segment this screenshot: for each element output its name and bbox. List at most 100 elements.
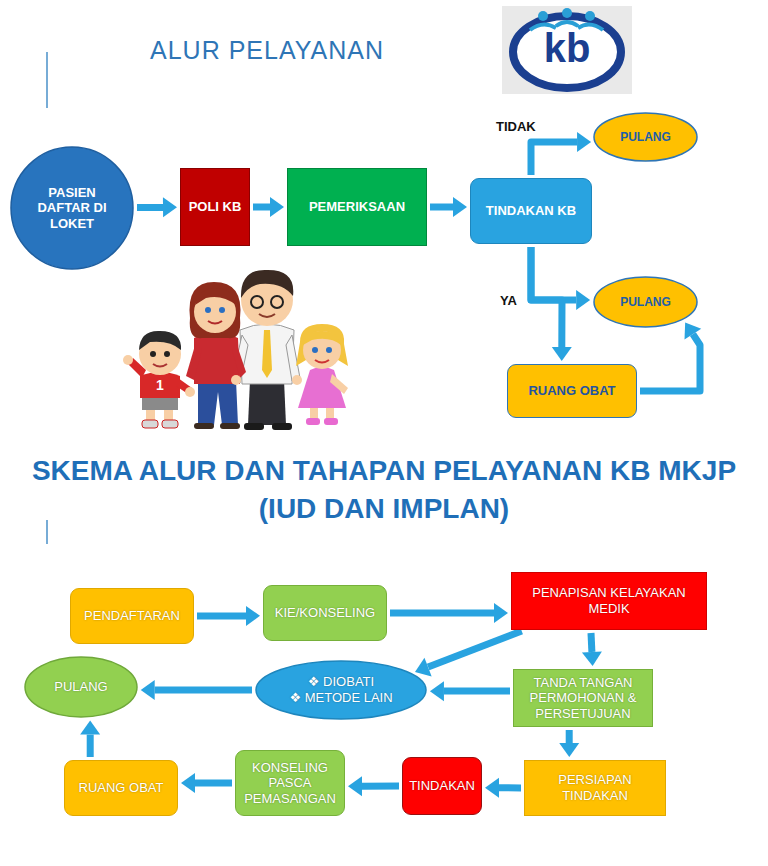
alternative-ellipse: ❖ DIOBATI❖ METODE LAIN	[255, 660, 427, 720]
node-text-box: TINDAKAN KB	[471, 179, 591, 243]
flow-arrow	[430, 197, 467, 217]
end-ellipse: PULANG	[593, 112, 698, 162]
node-text-box: KIE/KONSELING	[264, 586, 386, 640]
arrow-shaft	[531, 247, 576, 300]
arrow-head	[453, 197, 467, 217]
node-text: PASIEN DAFTAR DI LOKET	[29, 185, 115, 232]
arrow-head	[582, 652, 602, 666]
arrow-shaft	[362, 783, 399, 790]
node-text-box: PULANG	[593, 276, 698, 328]
section-heading: SKEMA ALUR DAN TAHAPAN PELAYANAN KB MKJP…	[14, 452, 754, 528]
node-text: PULANG	[620, 130, 671, 144]
flow-arrow	[531, 132, 591, 175]
family-illustration	[123, 270, 348, 430]
arrow-head	[348, 776, 362, 796]
node-text: RUANG OBAT	[528, 383, 615, 399]
kb-logo	[502, 6, 632, 94]
arrow-shaft	[137, 204, 163, 211]
arrow-head	[559, 743, 579, 757]
process-box: KIE/KONSELING	[263, 585, 387, 641]
node-text-box: PULANG	[593, 112, 698, 162]
arrow-head	[141, 680, 155, 700]
ellipse-fill	[594, 113, 697, 161]
process-box: PENDAFTARAN	[70, 588, 194, 644]
flow-arrow	[415, 631, 522, 676]
flow-arrow	[582, 633, 602, 666]
start-circle: PASIEN DAFTAR DI LOKET	[10, 146, 134, 270]
arrow-shaft	[444, 688, 510, 695]
arrow-head	[270, 197, 284, 217]
ellipse-fill	[11, 147, 133, 269]
arrow-head	[163, 197, 177, 217]
flow-arrow	[141, 680, 252, 700]
arrow-shaft	[428, 631, 522, 667]
flow-arrow	[348, 776, 399, 796]
process-box: POLI KB	[180, 168, 250, 246]
node-text: POLI KB	[189, 199, 242, 215]
node-text-box: TINDAKAN	[403, 758, 481, 814]
flow-arrow	[430, 681, 510, 701]
shirt-number: 1	[152, 378, 168, 392]
page-title: ALUR PELAYANAN	[150, 36, 384, 65]
ellipse-fill	[25, 657, 137, 717]
edge-label: TIDAK	[494, 119, 538, 134]
end-ellipse: PULANG	[24, 656, 138, 718]
flow-arrow	[390, 603, 508, 623]
flow-arrow	[485, 778, 521, 798]
flow-arrow	[531, 247, 572, 361]
node-text: TINDAKAN	[409, 778, 475, 794]
node-text: PENAPISAN KELAYAKAN MEDIK	[518, 585, 700, 616]
node-text-box: KONSELING PASCA PEMASANGAN	[236, 751, 344, 815]
arrow-shaft	[531, 247, 562, 347]
logo-text: kb	[527, 28, 607, 68]
node-text: KONSELING PASCA PEMASANGAN	[242, 760, 338, 807]
arrow-shaft	[430, 204, 453, 211]
node-text-box: PERSIAPAN TINDAKAN	[525, 761, 665, 815]
arrow-shaft	[640, 334, 700, 391]
flow-arrow	[137, 197, 177, 217]
decision-box: TINDAKAN KB	[470, 178, 592, 244]
node-text: PEMERIKSAAN	[309, 199, 405, 215]
process-box: RUANG OBAT	[64, 760, 178, 816]
node-text: TINDAKAN KB	[486, 203, 576, 219]
edge-label: YA	[498, 293, 519, 308]
arrow-shaft	[588, 633, 596, 652]
node-text-box: PULANG	[24, 656, 138, 718]
flow-arrow	[197, 606, 260, 626]
node-text: PULANG	[54, 679, 107, 695]
arrow-head	[577, 132, 591, 152]
ellipse-fill	[594, 277, 697, 327]
arrow-shaft	[197, 612, 246, 619]
end-ellipse: PULANG	[593, 276, 698, 328]
arrow-head	[181, 773, 195, 793]
arrow-head	[552, 347, 572, 361]
flow-arrow	[640, 322, 701, 391]
arrow-head	[246, 606, 260, 626]
node-text-box: ❖ DIOBATI❖ METODE LAIN	[255, 660, 427, 720]
arrow-shaft	[499, 784, 521, 791]
node-text: PENDAFTARAN	[84, 608, 180, 624]
arrow-shaft	[155, 687, 252, 694]
node-text-box: RUANG OBAT	[508, 365, 636, 417]
flow-arrow	[181, 773, 232, 793]
divider-line	[46, 52, 48, 108]
node-text: TANDA TANGAN PERMOHONAN & PERSETUJUAN	[520, 675, 646, 722]
process-box: TANDA TANGAN PERMOHONAN & PERSETUJUAN	[513, 669, 653, 727]
arrow-head	[494, 603, 508, 623]
node-text-box: PENAPISAN KELAYAKAN MEDIK	[512, 573, 706, 629]
node-text: PERSIAPAN TINDAKAN	[531, 772, 659, 803]
node-text: ❖ DIOBATI	[308, 674, 374, 690]
flow-arrow	[253, 197, 284, 217]
process-box: PENAPISAN KELAYAKAN MEDIK	[511, 572, 707, 630]
node-text-box: POLI KB	[181, 169, 249, 245]
arrow-shaft	[390, 610, 494, 617]
ellipse-fill	[256, 661, 426, 719]
node-text-box: TANDA TANGAN PERMOHONAN & PERSETUJUAN	[514, 670, 652, 726]
arrow-shaft	[195, 780, 232, 787]
flow-arrow	[559, 730, 579, 757]
process-box: TINDAKAN	[402, 757, 482, 815]
arrow-head	[80, 721, 100, 735]
node-text-box: PASIEN DAFTAR DI LOKET	[10, 146, 134, 270]
process-box: PEMERIKSAAN	[287, 168, 427, 246]
node-text: KIE/KONSELING	[275, 605, 375, 621]
